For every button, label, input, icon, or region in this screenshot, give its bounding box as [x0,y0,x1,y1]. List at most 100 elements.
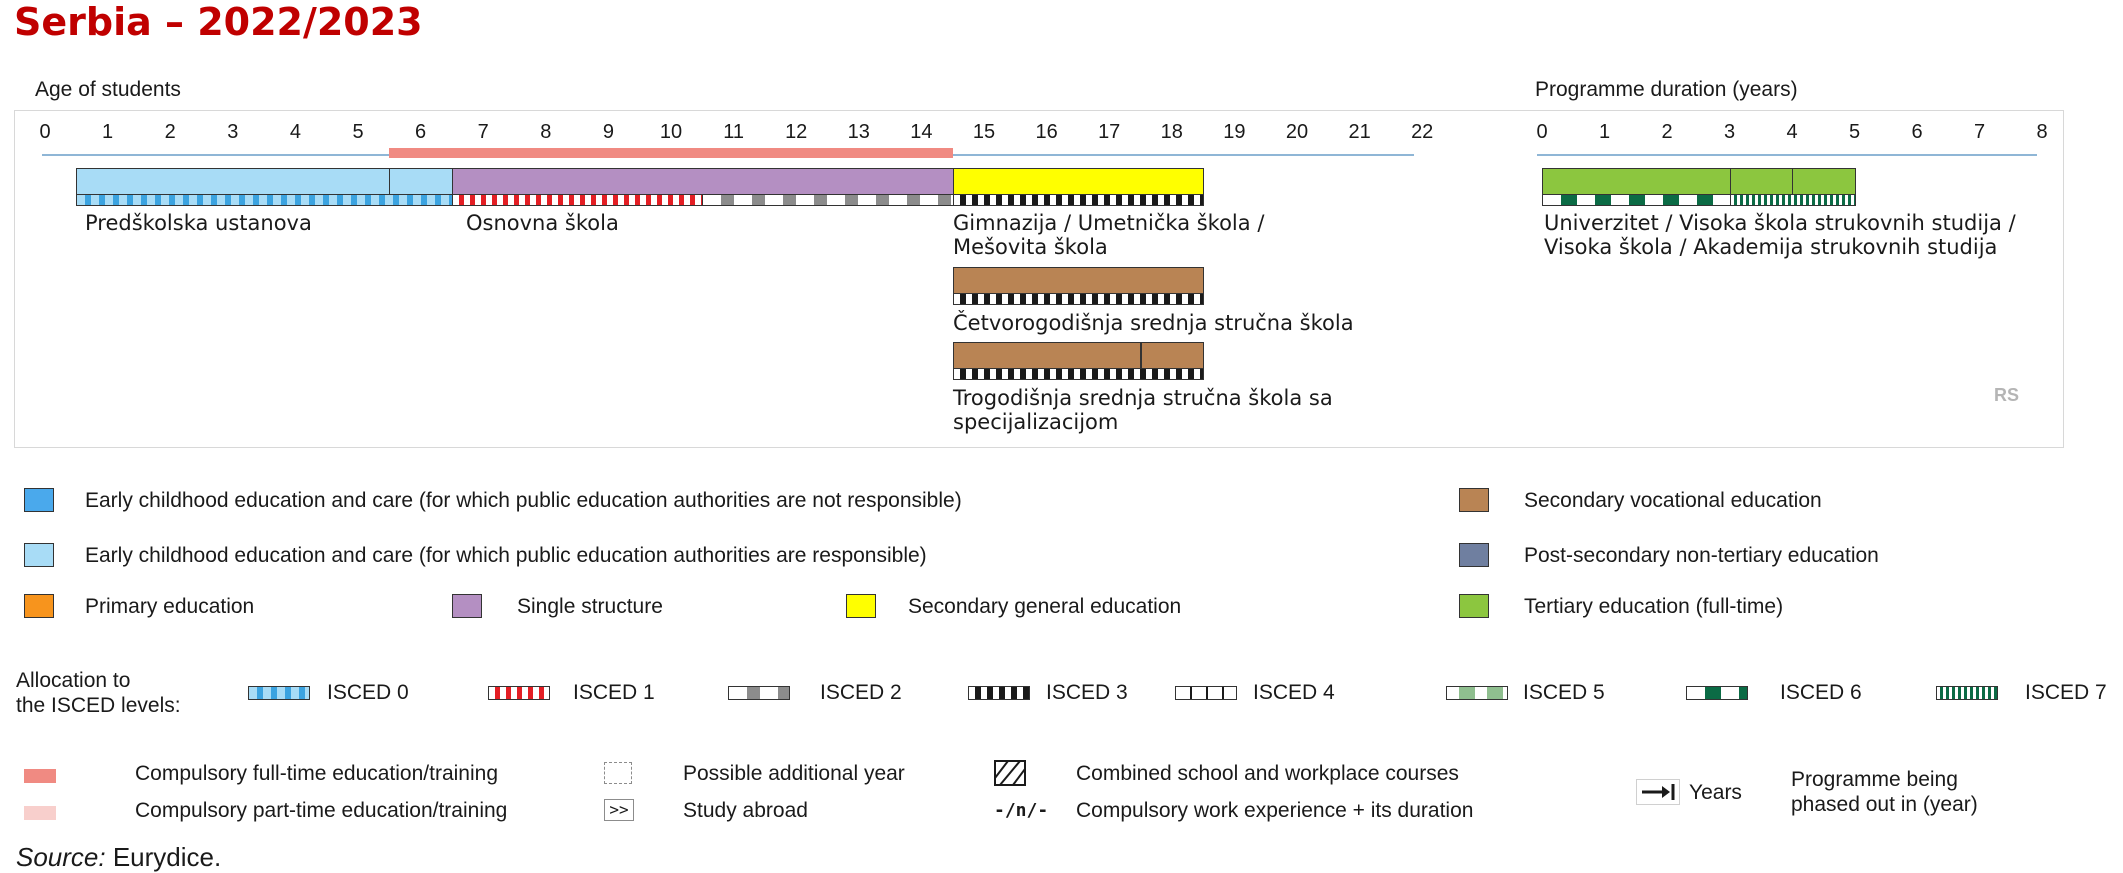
age-tick-label: 2 [164,121,176,143]
duration-tick-label: 7 [1973,121,1986,143]
programme-label-line: Mešovita škola [953,235,1108,259]
legend-swatch-tertiary [1459,594,1489,618]
programme-label-tertiary: Univerzitet / Visoka škola strukovnih st… [1544,211,2016,259]
duration-tick-label: 6 [1911,121,1923,143]
age-tick-label: 22 [1411,121,1434,143]
isced-label-isced6: ISCED 6 [1780,681,1862,704]
isced-heading-line: the ISCED levels: [16,694,181,717]
programme-bar-cetvorogodisnja [952,267,1205,294]
age-tick-label: 13 [847,121,870,143]
isced-strip-isced1 [451,194,704,206]
isced-heading-line: Allocation to [16,669,131,692]
age-axis-label: Age of students [35,78,181,101]
programme-label-osnovna: Osnovna škola [466,211,619,235]
isced-swatch-isced4 [1175,686,1237,700]
combined-courses-label: Combined school and workplace courses [1076,762,1459,785]
study-abroad-icon: >> [604,799,634,821]
isced-label-isced0: ISCED 0 [327,681,409,704]
isced-strip-isced6 [1542,194,1731,206]
source-note: Source: Eurydice. [16,842,221,873]
phased-out-line: Programme being [1791,768,1958,791]
programme-label-line: Četvorogodišnja srednja stručna škola [953,311,1354,335]
age-tick-label: 6 [415,121,427,143]
isced-swatch-isced0 [248,686,310,700]
duration-axis-line [1537,154,2037,156]
compulsory-full-time-swatch [24,769,56,783]
programme-label-cetvorogodisnja: Četvorogodišnja srednja stručna škola [953,311,1354,335]
legend-label-primary: Primary education [85,595,255,618]
age-tick-label: 21 [1348,121,1371,143]
legend-label-tertiary: Tertiary education (full-time) [1524,595,1784,618]
legend-label-post-secondary: Post-secondary non-tertiary education [1524,544,1879,567]
age-tick-label: 0 [39,121,51,143]
isced-strip-isced3 [952,194,1205,206]
additional-year-icon [604,762,632,784]
legend-swatch-secondary-vocational [1459,488,1489,512]
programme-label-line: Trogodišnja srednja stručna škola sa [953,386,1333,410]
age-tick-label: 18 [1160,121,1183,143]
isced-heading: Allocation to the ISCED levels: [16,668,181,718]
age-tick-label: 12 [785,121,808,143]
age-tick-label: 7 [477,121,489,143]
programme-bar-tertiary [1729,168,1793,195]
age-tick-label: 16 [1035,121,1058,143]
programme-bar-gimnazija [952,168,1205,195]
duration-tick-label: 2 [1661,121,1673,143]
programme-label-predskolska: Predškolska ustanova [85,211,312,235]
programme-bar-trogodisnja [1140,342,1205,369]
legend-swatch-secondary-general [846,594,876,618]
isced-strip-isced2 [702,194,954,206]
programme-bar-tertiary [1542,168,1731,195]
compulsory-part-time-swatch [24,806,56,820]
isced-swatch-isced2 [728,686,790,700]
isced-label-isced1: ISCED 1 [573,681,655,704]
page-title: Serbia – 2022/2023 [14,0,423,44]
age-tick-label: 11 [723,121,744,143]
programme-label-line: Visoka škola / Akademija strukovnih stud… [1544,235,1998,259]
legend-swatch-ecec-responsible [24,543,54,567]
programme-bar-trogodisnja [952,342,1142,369]
age-tick-label: 17 [1098,121,1121,143]
legend-label-secondary-vocational: Secondary vocational education [1524,489,1822,512]
compulsory-part-time-label: Compulsory part-time education/training [135,799,508,822]
work-experience-label: Compulsory work experience + its duratio… [1076,799,1474,822]
age-tick-label: 4 [289,121,301,143]
age-tick-label: 15 [972,121,996,143]
phased-out-line: phased out in (year) [1791,793,1978,816]
legend-swatch-ecec-not-responsible [24,488,54,512]
programme-label-line: Gimnazija / Umetnička škola / [953,211,1265,235]
study-abroad-label: Study abroad [683,799,808,822]
isced-strip-isced7 [1729,194,1856,206]
isced-swatch-isced1 [488,686,550,700]
isced-label-isced4: ISCED 4 [1253,681,1335,704]
programme-bar-tertiary [1792,168,1856,195]
duration-tick-label: 3 [1723,121,1736,143]
arrow-bar-icon [1636,779,1680,805]
programme-bar-osnovna [451,168,954,195]
legend-label-ecec-not-responsible: Early childhood education and care (for … [85,489,962,512]
legend-swatch-post-secondary [1459,543,1489,567]
isced-label-isced7: ISCED 7 [2025,681,2107,704]
legend-label-single-structure: Single structure [517,595,663,618]
legend-label-ecec-responsible: Early childhood education and care (for … [85,544,927,567]
isced-strip-isced3 [952,293,1205,305]
compulsory-education-bar [389,148,953,158]
age-tick-label: 3 [227,121,239,143]
duration-tick-label: 8 [2036,121,2048,143]
duration-axis-label: Programme duration (years) [1535,78,1798,101]
isced-strip-isced3 [952,368,1205,380]
age-tick-label: 10 [659,121,683,143]
age-tick-label: 9 [602,121,614,143]
isced-swatch-isced5 [1446,686,1508,700]
programme-label-line: specijalizacijom [953,410,1119,434]
duration-tick-label: 1 [1598,121,1611,143]
country-code: RS [1994,385,2020,405]
programme-label-line: Univerzitet / Visoka škola strukovnih st… [1544,211,2016,235]
isced-swatch-isced6 [1686,686,1748,700]
programme-bar-predskolska [76,168,391,195]
compulsory-full-time-label: Compulsory full-time education/training [135,762,498,785]
legend-label-secondary-general: Secondary general education [908,595,1182,618]
programme-label-gimnazija: Gimnazija / Umetnička škola / Mešovita š… [953,211,1264,259]
diagram-frame [14,110,2064,448]
combined-courses-icon [994,760,1026,786]
